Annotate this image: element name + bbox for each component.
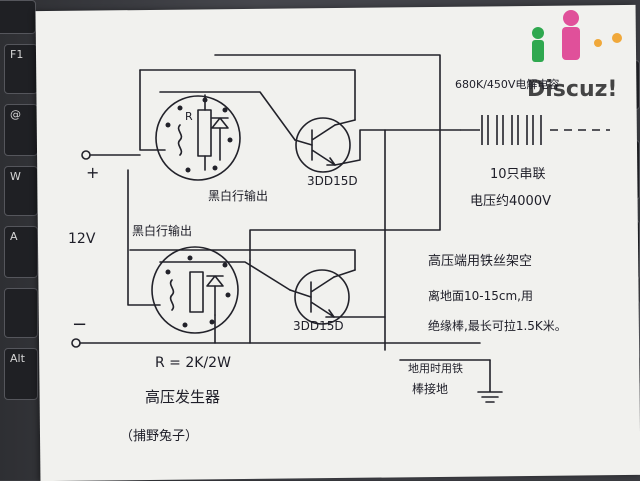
bottom-module-label: 黑白行输出 xyxy=(132,223,192,238)
socket-top xyxy=(155,95,241,181)
series-note-2: 电压约4000V xyxy=(470,194,551,209)
diagram-subtitle: （捕野兔子） xyxy=(120,428,198,444)
ground-note-2: 棒接地 xyxy=(412,381,448,396)
logo-figure-icon xyxy=(532,27,544,39)
diode-bottom xyxy=(206,275,224,287)
key xyxy=(4,288,38,338)
transistor-bottom-arrow xyxy=(325,309,335,318)
coil-bottom xyxy=(169,279,175,311)
socket-bottom xyxy=(151,246,239,334)
wire xyxy=(139,69,166,151)
key-label: Alt xyxy=(10,352,25,365)
coil-top xyxy=(177,124,183,156)
capacitor xyxy=(481,115,489,145)
wire xyxy=(333,269,356,278)
capacitor xyxy=(496,115,504,145)
resistor-bottom xyxy=(189,271,204,313)
resistor-spec: R = 2K/2W xyxy=(155,355,231,371)
resistor-mark: R xyxy=(185,110,193,123)
wire xyxy=(129,249,356,271)
transistor-top-arrow xyxy=(326,157,336,166)
ground-note-1: 地用时用铁 xyxy=(408,362,463,375)
diode-top xyxy=(211,117,229,129)
logo-text: Discuz! xyxy=(527,77,617,102)
wire xyxy=(127,169,161,306)
wire xyxy=(289,289,312,298)
ground-symbol xyxy=(477,359,503,403)
terminal-plus xyxy=(81,150,91,160)
logo-figure-icon xyxy=(562,27,580,60)
transistor-top-label: 3DD15D xyxy=(307,174,358,188)
discuz-logo: Discuz! xyxy=(527,10,622,102)
top-module-label: 黑白行输出 xyxy=(208,188,268,203)
transistor-bottom xyxy=(294,269,350,325)
logo-figure-icon xyxy=(612,33,622,43)
series-note-1: 10只串联 xyxy=(490,167,546,182)
plus-label: + xyxy=(86,163,99,182)
key-label: W xyxy=(10,170,21,183)
logo-figure-icon xyxy=(532,40,544,62)
wire xyxy=(159,261,291,291)
key-a: A xyxy=(4,226,38,278)
supply-voltage-label: 12V xyxy=(68,231,96,247)
key-label: @ xyxy=(10,108,21,121)
key-f1: F1 xyxy=(4,44,38,94)
mesh-note-1: 高压端用铁丝架空 xyxy=(428,253,532,269)
minus-label: − xyxy=(72,314,87,335)
key-alt: Alt xyxy=(4,348,38,400)
terminal-minus xyxy=(71,338,81,348)
capacitor xyxy=(526,115,534,145)
socket-pins xyxy=(165,97,233,328)
key xyxy=(0,0,36,34)
wire xyxy=(334,119,356,126)
capacitor xyxy=(511,115,519,145)
wire xyxy=(214,54,441,261)
mesh-note-3: 绝缘棒,最长可拉1.5K米。 xyxy=(428,318,567,333)
wire xyxy=(334,129,461,166)
wire xyxy=(139,69,356,121)
key-label: A xyxy=(10,230,18,243)
logo-figure-icon xyxy=(594,39,602,47)
logo-figure-icon xyxy=(563,10,579,26)
mesh-note-2: 离地面10-15cm,用 xyxy=(428,288,533,303)
resistor-top xyxy=(197,109,212,157)
capacitor-spec: 680K/450V电解电容 xyxy=(455,77,559,91)
wire xyxy=(159,91,296,141)
transistor-bottom-label: 3DD15D xyxy=(293,319,344,333)
key-label: F1 xyxy=(10,48,24,61)
transistor-top xyxy=(295,117,351,173)
diagram-title: 高压发生器 xyxy=(145,388,220,406)
capacitor-bank xyxy=(460,115,610,145)
wire xyxy=(294,139,313,146)
